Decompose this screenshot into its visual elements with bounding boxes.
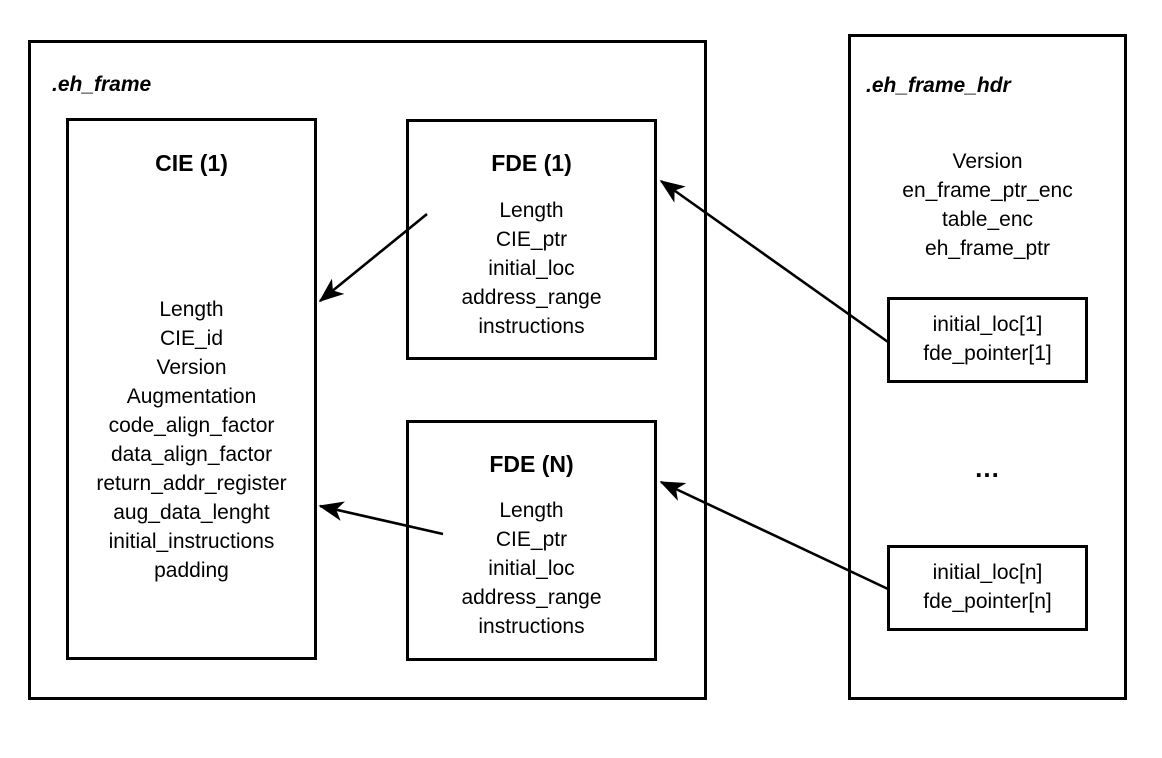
field-line: initial_loc [488,557,575,580]
field-line: en_frame_ptr_enc [902,179,1073,202]
table-entry-1-field-list: initial_loc[1] fde_pointer[1] [887,310,1088,368]
field-line: Length [499,199,564,222]
eh-frame-hdr-field-list: Version en_frame_ptr_enc table_enc eh_frame… [848,147,1127,263]
field-line: aug_data_lenght [113,501,270,524]
eh-frame-section-box [28,40,707,700]
field-line: initial_loc[1] [932,313,1043,336]
field-line: eh_frame_ptr [925,237,1050,260]
eh-frame-hdr-section-box [848,34,1127,700]
field-line: code_align_factor [108,414,275,437]
field-line: CIE_ptr [495,228,568,251]
field-line: data_align_factor [110,443,273,466]
fde-n-box-title: FDE (N) [489,451,574,477]
field-line: padding [154,559,229,582]
field-line: initial_loc [488,257,575,280]
cie-box-title: CIE (1) [155,150,228,176]
field-line: fde_pointer[1] [923,342,1052,365]
table-entry-n-field-list: initial_loc[n] fde_pointer[n] [887,558,1088,616]
field-line: initial_instructions [108,530,275,553]
fde-n-box [406,420,657,661]
field-line: table_enc [941,208,1034,231]
field-line: CIE_ptr [495,528,568,551]
field-line: fde_pointer[n] [923,590,1052,613]
field-line: Version [156,356,227,379]
cie-box [66,118,317,660]
field-line: instructions [478,315,585,338]
field-line: Augmentation [126,385,257,408]
fde-1-box-title: FDE (1) [491,150,572,176]
field-line: Length [159,298,224,321]
field-line: initial_loc[n] [932,561,1043,584]
field-line: address_range [461,286,602,309]
field-line: address_range [461,586,602,609]
field-line: instructions [478,615,585,638]
table-entries-ellipsis: ... [975,453,1000,483]
field-line: CIE_id [159,327,224,350]
field-line: Version [952,150,1023,173]
eh-frame-hdr-section-label: .eh_frame_hdr [866,74,1011,97]
field-line: Length [499,499,564,522]
eh-frame-section-label: .eh_frame [52,73,152,96]
field-line: return_addr_register [96,472,287,495]
